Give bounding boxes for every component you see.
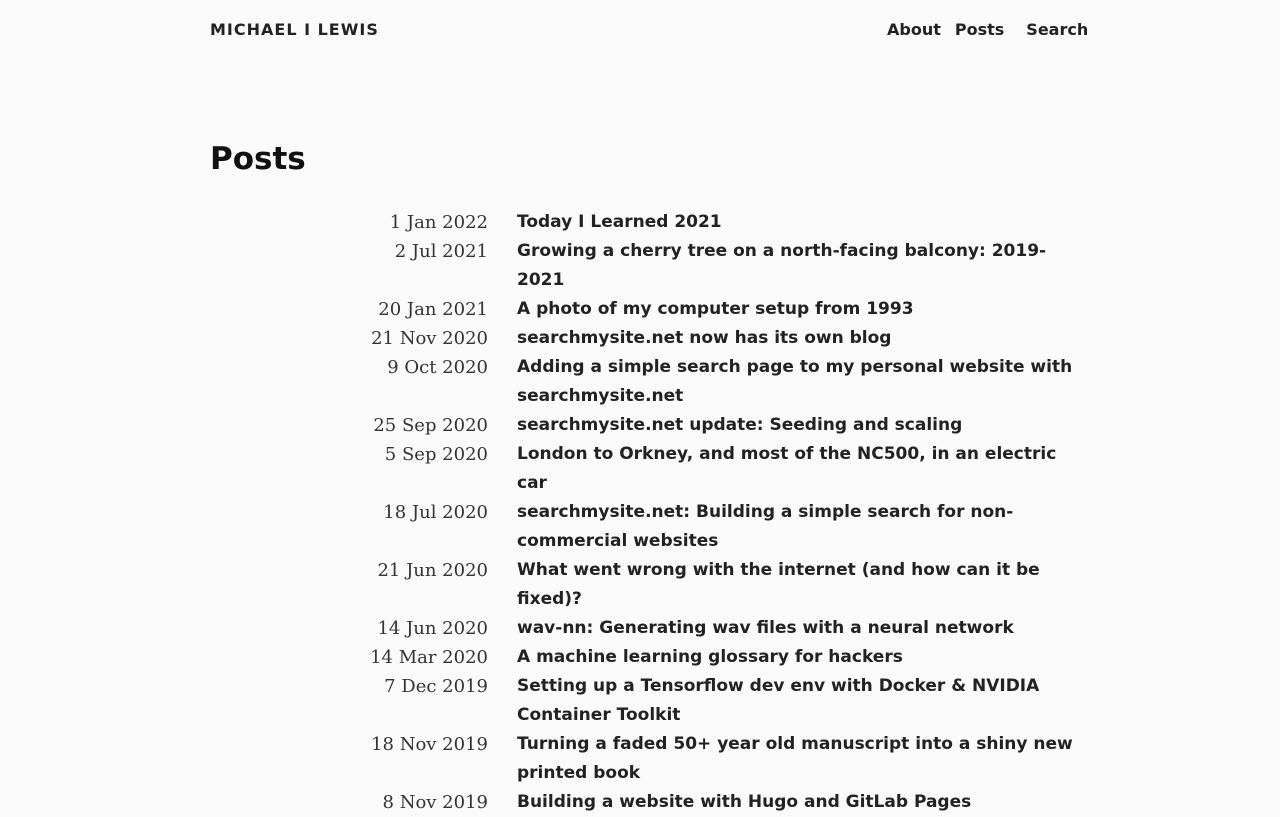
post-date: 18 Jul 2020 xyxy=(383,502,488,523)
post-row: 18 Jul 2020 searchmysite.net: Building a… xyxy=(0,498,1280,556)
nav-search-link[interactable]: Search xyxy=(1026,20,1089,39)
post-list: 1 Jan 2022 Today I Learned 2021 2 Jul 20… xyxy=(0,208,1280,817)
post-date: 25 Sep 2020 xyxy=(373,415,488,436)
post-row: 18 Nov 2019 Turning a faded 50+ year old… xyxy=(0,730,1280,788)
post-row: 2 Jul 2021 Growing a cherry tree on a no… xyxy=(0,237,1280,295)
post-date: 18 Nov 2019 xyxy=(371,734,488,755)
post-link[interactable]: Turning a faded 50+ year old manuscript … xyxy=(517,734,1073,783)
post-row: 20 Jan 2021 A photo of my computer setup… xyxy=(0,295,1280,324)
post-date: 14 Jun 2020 xyxy=(377,618,488,639)
post-date: 1 Jan 2022 xyxy=(389,212,488,233)
post-date: 9 Oct 2020 xyxy=(387,357,488,378)
post-row: 9 Oct 2020 Adding a simple search page t… xyxy=(0,353,1280,411)
post-date: 21 Jun 2020 xyxy=(377,560,488,581)
post-link[interactable]: wav-nn: Generating wav files with a neur… xyxy=(517,618,1014,638)
post-row: 5 Sep 2020 London to Orkney, and most of… xyxy=(0,440,1280,498)
post-link[interactable]: A machine learning glossary for hackers xyxy=(517,647,903,667)
post-link[interactable]: Growing a cherry tree on a north-facing … xyxy=(517,241,1047,290)
post-date: 14 Mar 2020 xyxy=(370,647,488,668)
post-date: 8 Nov 2019 xyxy=(382,792,488,813)
post-date: 2 Jul 2021 xyxy=(394,241,488,262)
post-date: 7 Dec 2019 xyxy=(384,676,488,697)
post-date: 21 Nov 2020 xyxy=(371,328,488,349)
post-link[interactable]: Building a website with Hugo and GitLab … xyxy=(517,792,972,812)
post-link[interactable]: London to Orkney, and most of the NC500,… xyxy=(517,444,1057,493)
page-title: Posts xyxy=(210,141,306,177)
post-row: 21 Jun 2020 What went wrong with the int… xyxy=(0,556,1280,614)
post-row: 14 Mar 2020 A machine learning glossary … xyxy=(0,643,1280,672)
post-link[interactable]: Today I Learned 2021 xyxy=(517,212,722,232)
post-row: 14 Jun 2020 wav-nn: Generating wav files… xyxy=(0,614,1280,643)
nav-about-link[interactable]: About xyxy=(887,20,941,39)
main-nav: About Posts Search xyxy=(887,20,1088,40)
post-link[interactable]: A photo of my computer setup from 1993 xyxy=(517,299,914,319)
post-row: 8 Nov 2019 Building a website with Hugo … xyxy=(0,788,1280,817)
post-date: 5 Sep 2020 xyxy=(384,444,488,465)
post-link[interactable]: searchmysite.net update: Seeding and sca… xyxy=(517,415,963,435)
post-row: 1 Jan 2022 Today I Learned 2021 xyxy=(0,208,1280,237)
post-row: 25 Sep 2020 searchmysite.net update: See… xyxy=(0,411,1280,440)
post-row: 21 Nov 2020 searchmysite.net now has its… xyxy=(0,324,1280,353)
nav-posts-link[interactable]: Posts xyxy=(954,20,1005,39)
post-row: 7 Dec 2019 Setting up a Tensorflow dev e… xyxy=(0,672,1280,730)
post-link[interactable]: Setting up a Tensorflow dev env with Doc… xyxy=(517,676,1040,725)
post-link[interactable]: Adding a simple search page to my person… xyxy=(517,357,1073,406)
post-link[interactable]: searchmysite.net: Building a simple sear… xyxy=(517,502,1014,551)
post-link[interactable]: searchmysite.net now has its own blog xyxy=(517,328,892,348)
site-title-link[interactable]: MICHAEL I LEWIS xyxy=(210,20,379,39)
post-date: 20 Jan 2021 xyxy=(378,299,488,320)
post-link[interactable]: What went wrong with the internet (and h… xyxy=(517,560,1040,609)
